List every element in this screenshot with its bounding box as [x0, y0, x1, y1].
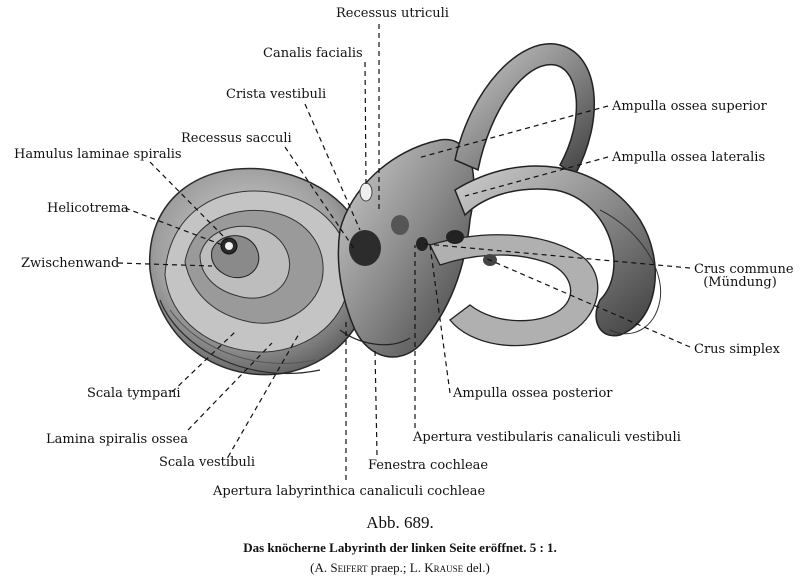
leader-lines — [117, 24, 691, 480]
label-scala-tympani: Scala tympani — [87, 386, 181, 401]
label-lamina-spiralis: Lamina spiralis ossea — [46, 432, 188, 447]
label-helicotrema: Helicotrema — [47, 201, 129, 216]
leader-ampulla-posterior — [429, 244, 451, 394]
credit-author-1: Seifert — [330, 560, 368, 575]
label-crus-commune-sub: (Mündung) — [703, 275, 777, 290]
leader-scala-vestibuli — [227, 331, 301, 458]
label-recessus-utriculi: Recessus utriculi — [336, 6, 449, 21]
label-ampulla-superior: Ampulla ossea superior — [612, 99, 767, 114]
credit-mid: praep.; L. — [367, 560, 425, 575]
leader-recessus-sacculi — [284, 146, 356, 251]
credit-open: (A. — [310, 560, 331, 575]
leader-ampulla-superior — [417, 105, 609, 159]
label-canalis-facialis: Canalis facialis — [263, 46, 363, 61]
figure-number: Abb. 689. — [366, 513, 434, 532]
label-ampulla-posterior: Ampulla ossea posterior — [453, 386, 613, 401]
figure-credit: (A. Seifert praep.; L. Krause del.) — [0, 560, 800, 576]
label-hamulus: Hamulus laminae spiralis — [14, 147, 182, 162]
leader-ampulla-lateralis — [464, 156, 609, 197]
vestibule — [337, 138, 475, 358]
figure-title: Das knöcherne Labyrinth der linken Seite… — [243, 540, 557, 555]
label-crus-commune: Crus commune — [694, 262, 794, 277]
label-ampulla-lateralis: Ampulla ossea lateralis — [612, 150, 766, 165]
label-apertura-labyrinthica: Apertura labyrinthica canaliculi cochlea… — [213, 484, 486, 499]
leader-lamina-spiralis — [187, 342, 273, 431]
leader-hamulus — [149, 161, 228, 241]
cochlea — [149, 167, 371, 376]
leader-scala-tympani — [171, 331, 236, 393]
leader-canalis-facialis — [364, 61, 367, 186]
semicircular-canals — [429, 43, 662, 347]
leader-fenestra-cochleae — [374, 349, 378, 456]
label-fenestra-cochleae: Fenestra cochleae — [368, 458, 489, 473]
credit-author-2: Krause — [424, 560, 464, 575]
leader-zwischenwand — [117, 262, 213, 267]
credit-close: del.) — [463, 560, 490, 575]
label-scala-vestibuli: Scala vestibuli — [159, 455, 256, 470]
label-crista-vestibuli: Crista vestibuli — [226, 87, 327, 102]
label-recessus-sacculi: Recessus sacculi — [181, 131, 292, 146]
label-zwischenwand: Zwischenwand — [21, 256, 120, 271]
leader-crus-simplex — [484, 257, 691, 348]
label-crus-simplex: Crus simplex — [694, 342, 780, 357]
leader-crista-vestibuli — [304, 103, 361, 231]
label-apertura-vestibularis: Apertura vestibularis canaliculi vestibu… — [413, 430, 681, 445]
